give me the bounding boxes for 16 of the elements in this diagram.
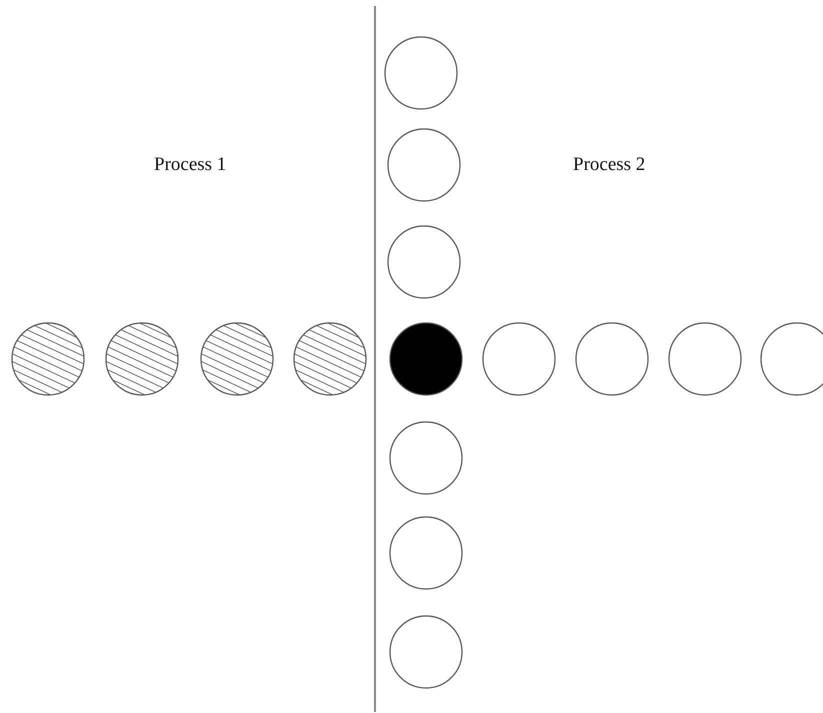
- empty-circle: [389, 421, 463, 495]
- hatched-circle: [200, 322, 274, 396]
- empty-circle: [575, 322, 649, 396]
- process-label: Process 1: [154, 154, 226, 176]
- hatched-circle: [105, 322, 179, 396]
- empty-circle: [387, 128, 461, 202]
- empty-circle: [389, 615, 463, 689]
- hatched-circle: [293, 322, 367, 396]
- process-label: Process 2: [573, 154, 646, 176]
- empty-circle: [668, 322, 742, 396]
- empty-circle: [384, 36, 458, 110]
- hatched-circle: [11, 322, 85, 396]
- empty-circle: [389, 516, 463, 590]
- empty-circle: [387, 225, 461, 299]
- filled-circle: [389, 322, 463, 396]
- empty-circle: [482, 322, 556, 396]
